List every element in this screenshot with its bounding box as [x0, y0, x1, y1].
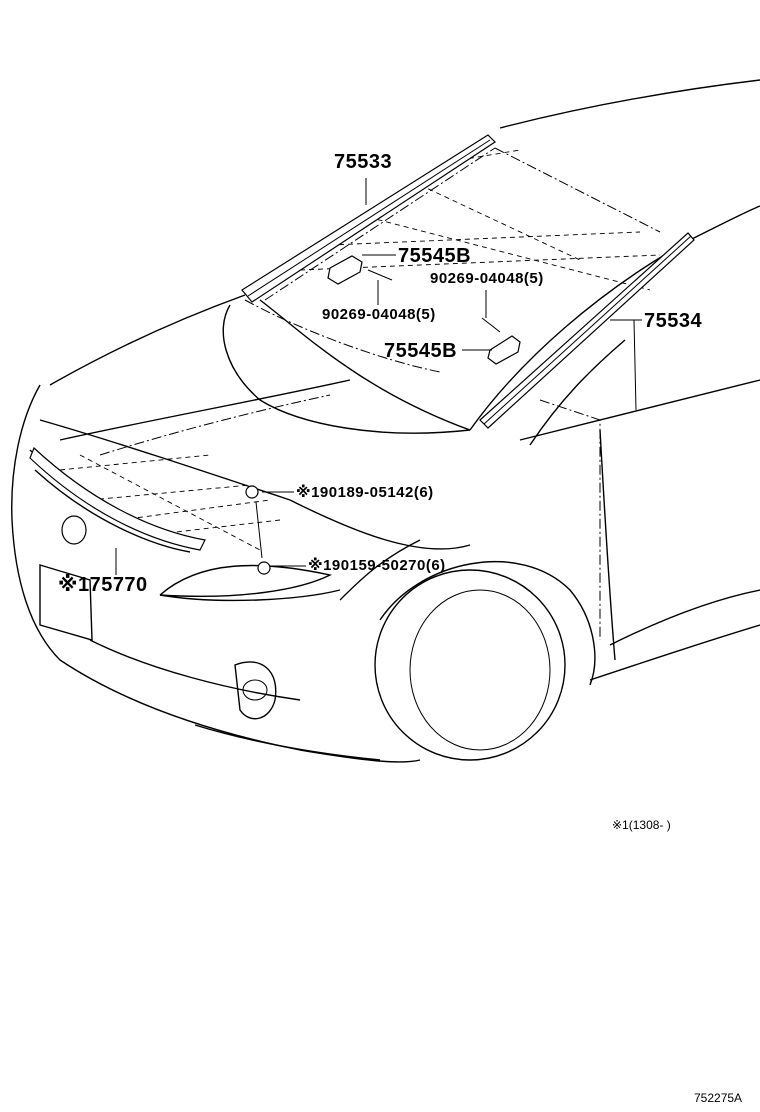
fender-line: [289, 499, 471, 601]
roof-edge-line: [499, 79, 760, 129]
part-75545b-clip-upper: [327, 255, 363, 285]
callout-75534: 75534: [644, 310, 703, 332]
hood-grid: [59, 454, 281, 551]
callout-90269-left: 90269-04048(5): [322, 306, 436, 323]
front-fascia: [11, 384, 421, 763]
windshield-lower-line: [259, 299, 471, 431]
leader-75534: [610, 319, 642, 411]
hood-dashdot: [99, 299, 441, 456]
side-pillar-dashdot: [539, 399, 601, 640]
bumper-line: [89, 589, 341, 701]
callout-90159: ※190159-50270(6): [308, 557, 446, 574]
screw-90269-lower: [481, 317, 501, 333]
part-75533-inner: [247, 139, 491, 297]
part-75545b-clip-lower: [487, 335, 521, 365]
footnote: ※1(1308- ): [612, 818, 671, 832]
lower-valance: [194, 724, 381, 761]
windshield-grid: [299, 149, 661, 291]
callout-90189: ※190189-05142(6): [296, 484, 434, 501]
hood-outline: [49, 294, 471, 434]
part-75534-inner: [483, 235, 692, 425]
lower-grille: [39, 564, 93, 641]
callout-75545b-lower: 75545B: [384, 340, 458, 362]
illustration-id: 752275A: [694, 1091, 743, 1105]
callout-75545b-upper: 75545B: [398, 245, 472, 267]
emblem-ring: [61, 515, 87, 545]
headlamp: [159, 564, 333, 597]
rocker-line: [589, 624, 760, 681]
callout-75770: ※175770: [58, 574, 148, 596]
callout-90269-right: 90269-04048(5): [430, 270, 544, 287]
door-line: [599, 429, 760, 661]
fog-lamp: [242, 679, 268, 701]
callout-75533: 75533: [334, 151, 393, 173]
fastener-90159: [257, 561, 271, 575]
fastener-90189: [245, 485, 259, 499]
fender-arch: [379, 560, 596, 686]
fastener-axis: [255, 501, 263, 559]
front-wheel-inner: [409, 589, 551, 751]
a-pillar: [469, 205, 760, 431]
fog-lamp-housing: [234, 661, 277, 720]
hood-crease: [39, 379, 351, 501]
side-window: [519, 339, 760, 446]
windshield-outline: [264, 147, 661, 301]
part-75770-garnish: [29, 446, 206, 551]
screw-90269-upper: [367, 269, 393, 281]
front-wheel-outer: [374, 569, 566, 761]
